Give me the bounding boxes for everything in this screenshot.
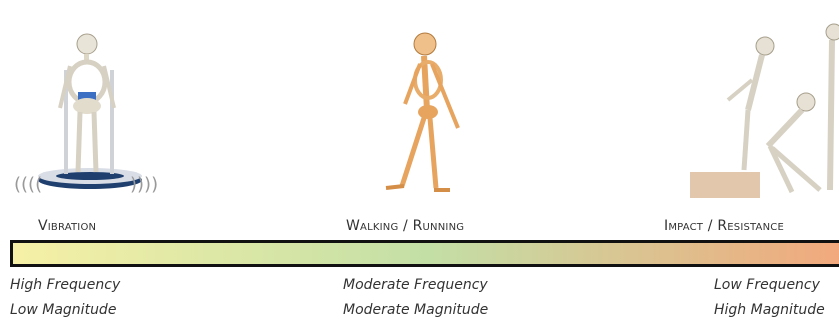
- svg-text:)))): )))): [130, 174, 158, 195]
- vibration-label: Vibration: [38, 218, 96, 234]
- walking-frequency-text: Moderate Frequency: [343, 277, 488, 293]
- impact-resistance-label: Impact / Resistance: [664, 218, 784, 234]
- illustrations: (((( )))): [0, 0, 839, 215]
- skeleton-on-vibration-plate-icon: (((( )))): [14, 34, 158, 195]
- vibration-magnitude-text: Low Magnitude: [10, 302, 116, 318]
- walking-magnitude-text: Moderate Magnitude: [343, 302, 488, 318]
- svg-text:((((: ((((: [14, 174, 42, 195]
- walking-running-label: Walking / Running: [346, 218, 464, 234]
- impact-magnitude-text: High Magnitude: [714, 302, 825, 318]
- walking-skeleton-icon: [386, 33, 458, 190]
- vibration-frequency-text: High Frequency: [10, 277, 120, 293]
- impact-frequency-text: Low Frequency: [714, 277, 820, 293]
- jumping-skeletons-icon: [690, 24, 839, 198]
- frequency-magnitude-gradient-bar: [10, 240, 839, 267]
